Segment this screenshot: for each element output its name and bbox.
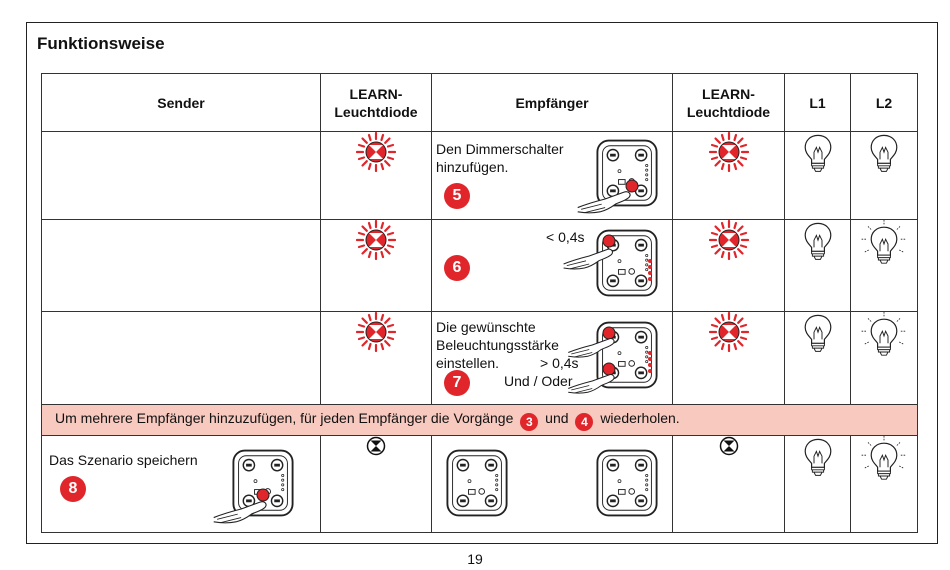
step-instruction: Das Szenario speichern [49,452,198,468]
page-frame [26,22,938,544]
pressed-button-icon [602,234,616,248]
note-text: Um mehrere Empfänger hinzuzufügen, für j… [55,409,514,426]
l1-cell [784,435,851,533]
table-row: Die gewünschte Beleuchtungsstärke einste… [41,311,918,405]
finger-icon [212,491,272,527]
header-learn-led-text: LEARN- Leuchtdiode [686,85,771,120]
finger-icon [566,330,620,360]
header-l1: L1 [784,73,851,132]
receiver-cell: < 0,4s 6 [431,219,673,312]
l2-cell [850,131,918,220]
step-badge: 7 [444,370,470,396]
bulb-off-icon [802,312,834,354]
led-blinking-icon [356,132,396,172]
led-off-icon [719,436,739,456]
header-l2: L2 [850,73,918,132]
l2-cell [850,311,918,405]
receiver-cell: Die gewünschte Beleuchtungsstärke einste… [431,311,673,405]
header-sender: Sender [41,73,321,132]
receiver-device-icon [596,449,658,517]
pressed-button-icon [625,179,639,193]
led-blinking-icon [356,220,396,260]
note-row: Um mehrere Empfänger hinzuzufügen, für j… [41,404,918,436]
sender-cell: Das Szenario speichern 8 [41,435,321,533]
l1-cell [784,311,851,405]
sender-cell [41,131,321,220]
bulb-on-icon [860,220,908,268]
learn-led-cell [320,435,432,533]
note-text: und [545,409,569,426]
l2-cell [850,435,918,533]
step-instruction: Den Dimmerschalter hinzufügen. [436,141,564,175]
step-badge: 4 [575,412,594,431]
finger-icon [576,181,636,217]
learn-led-cell [320,311,432,405]
led-blinking-icon [709,220,749,260]
bulb-on-icon [860,436,908,484]
header-empfaenger: Empfänger [431,73,673,132]
learn-led-cell [672,131,785,220]
finger-icon [566,366,620,396]
receiver-cell [431,435,673,533]
bulb-off-icon [868,132,900,174]
bulb-on-icon [860,312,908,360]
bulb-off-icon [802,220,834,262]
finger-icon [562,240,618,272]
bulb-off-icon [802,132,834,174]
table-row: Das Szenario speichern 8 [41,435,918,533]
page-number: 19 [467,551,483,567]
press-duration: < 0,4s [546,229,585,245]
sender-cell [41,219,321,312]
section-title: Funktionsweise [37,34,165,53]
led-off-icon [366,436,386,456]
sender-cell [41,311,321,405]
step-instruction: Die gewünschte Beleuchtungsstärke einste… [436,319,559,371]
learn-led-cell [320,219,432,312]
learn-led-cell [320,131,432,220]
pressed-button-icon [256,488,270,502]
header-learn-led-text: LEARN- Leuchtdiode [334,85,418,120]
note-text: wiederholen. [600,409,680,426]
learn-led-cell [672,311,785,405]
level-indicator-icon [648,351,652,373]
function-table: Sender LEARN- Leuchtdiode Empfänger LEAR… [41,73,918,533]
step-badge: 5 [444,183,470,209]
table-row: Den Dimmerschalter hinzufügen. 5 [41,131,918,220]
step-badge: 6 [444,255,470,281]
level-indicator-icon [648,259,652,281]
step-badge: 8 [60,476,86,502]
receiver-cell: Den Dimmerschalter hinzufügen. 5 [431,131,673,220]
l1-cell [784,219,851,312]
header-learn-led-receiver: LEARN- Leuchtdiode [672,73,785,132]
note-cell: Um mehrere Empfänger hinzuzufügen, für j… [41,404,918,436]
led-blinking-icon [709,312,749,352]
l1-cell [784,131,851,220]
receiver-device-icon [446,449,508,517]
and-or-label: Und / Oder [504,373,573,389]
l2-cell [850,219,918,312]
press-duration: > 0,4s [540,355,579,371]
step-badge: 3 [520,412,539,431]
bulb-off-icon [802,436,834,478]
table-row: < 0,4s 6 [41,219,918,312]
led-blinking-icon [356,312,396,352]
learn-led-cell [672,219,785,312]
learn-led-cell [672,435,785,533]
led-blinking-icon [709,132,749,172]
header-learn-led-sender: LEARN- Leuchtdiode [320,73,432,132]
